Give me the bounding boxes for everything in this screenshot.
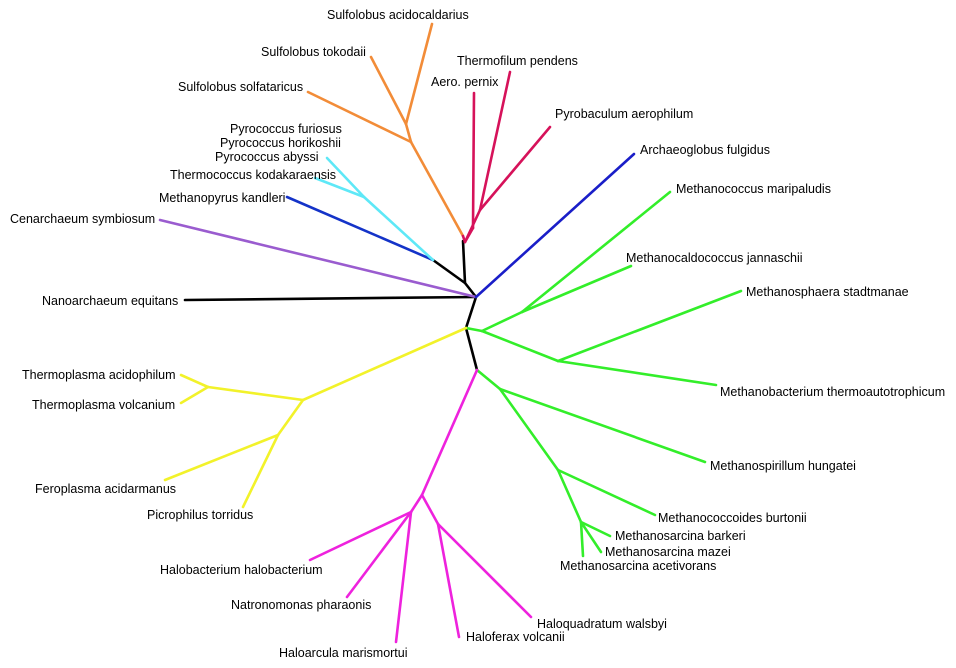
- label-cenarchaeum-symbiosum: Cenarchaeum symbiosum: [10, 212, 155, 226]
- branch-volcanium: [179, 385, 210, 405]
- branch-mazei: [579, 520, 603, 554]
- label-sulfolobus-solfataricus: Sulfolobus solfataricus: [178, 80, 303, 94]
- branch-pyrobaculum: [505, 125, 552, 180]
- branch-methanobacteriales-stem: [480, 329, 560, 363]
- branch-acidocaldarius: [404, 22, 434, 126]
- thermoproteales-clade: [461, 70, 552, 244]
- branch-picrophilus: [241, 433, 280, 509]
- branch-backbone: [461, 239, 479, 372]
- label-haloferax-volcanii: Haloferax volcanii: [466, 630, 565, 644]
- branch-hungatei: [498, 387, 707, 464]
- branch-tokodaii: [369, 55, 408, 126]
- branch-sulfolobales: [409, 140, 465, 238]
- label-haloarcula-marismortui: Haloarcula marismortui: [279, 646, 408, 660]
- label-natronomonas-pharaonis: Natronomonas pharaonis: [231, 598, 371, 612]
- branch-maripaludis: [520, 190, 672, 314]
- pyrococcus-clade: [313, 156, 435, 262]
- label-methanosphaera-stadtmanae: Methanosphaera stadtmanae: [746, 285, 909, 299]
- label-methanospirillum-hungatei: Methanospirillum hungatei: [710, 459, 856, 473]
- label-methanosarcina-barkeri: Methanosarcina barkeri: [615, 529, 746, 543]
- label-pyrococcus-abyssi: Pyrococcus abyssi: [215, 150, 319, 164]
- label-sulfolobus-acidocaldarius: Sulfolobus acidocaldarius: [327, 8, 469, 22]
- label-pyrococcus-furiosus: Pyrococcus furiosus: [230, 122, 342, 136]
- branch-pyrococcus: [325, 156, 366, 199]
- label-pyrococcus-horikoshii: Pyrococcus horikoshii: [220, 136, 341, 150]
- halobacteria-clade: [308, 368, 533, 644]
- label-pyrobaculum-aerophilum: Pyrobaculum aerophilum: [555, 107, 693, 121]
- branch-thermoplasma-stem: [206, 385, 305, 402]
- branch-archaeoglobus: [474, 152, 636, 299]
- branch-halo-left: [409, 493, 424, 514]
- branch-jannaschii: [520, 264, 633, 314]
- branch-sulfolobus-inner: [404, 122, 413, 144]
- label-thermococcus-kodakaraensis: Thermococcus kodakaraensis: [170, 168, 336, 182]
- branch-thermoproteales: [463, 208, 482, 244]
- branch-thermococcus: [313, 176, 366, 199]
- label-archaeoglobus-fulgidus: Archaeoglobus fulgidus: [640, 143, 770, 157]
- branch-ferroplasmaceae-stem: [276, 398, 305, 437]
- label-feroplasma-acidarmanus: Feroplasma acidarmanus: [35, 482, 176, 496]
- label-halobacterium-halobacterium: Halobacterium halobacterium: [160, 563, 323, 577]
- branch-thermoplasmata-stem: [301, 326, 468, 402]
- branch-haloarcula: [394, 510, 413, 644]
- branch-natronomonas: [345, 510, 413, 599]
- label-methanosarcina-mazei: Methanosarcina mazei: [605, 545, 731, 559]
- branch-methanopyrus: [285, 195, 435, 262]
- branch-cenarchaeum: [158, 218, 478, 299]
- label-thermofilum-pendens: Thermofilum pendens: [457, 54, 578, 68]
- sulfolobus-clade: [306, 22, 465, 238]
- label-thermoplasma-volcanium: Thermoplasma volcanium: [32, 398, 175, 412]
- branch-haloferax: [436, 522, 461, 639]
- branch-halobacteria-stem: [420, 368, 479, 497]
- branch-thermoautotrophicum: [556, 359, 718, 387]
- branch-pyrobaculum-stem: [478, 176, 509, 212]
- label-methanobacterium-thermoautotrophicum: Methanobacterium thermoautotrophicum: [720, 385, 945, 399]
- thermoplasma-clade: [163, 326, 468, 509]
- branch-feroplasma: [163, 433, 280, 482]
- branch-thermococcales: [362, 195, 435, 262]
- branch-thermofilum: [478, 70, 512, 212]
- branch-halobacterium: [308, 510, 413, 562]
- label-haloquadratum-walsbyi: Haloquadratum walsbyi: [537, 617, 667, 631]
- label-aero-pernix: Aero. pernix: [431, 75, 499, 89]
- branch-barkeri: [579, 520, 612, 538]
- branch-euryarchaeota-upper: [431, 258, 467, 285]
- branch-halo-right: [420, 493, 440, 526]
- branch-nanoarchaeum: [183, 295, 478, 302]
- label-methanopyrus-kandleri: Methanopyrus kandleri: [159, 191, 285, 205]
- label-methanocaldococcus-jannaschii: Methanocaldococcus jannaschii: [626, 251, 803, 265]
- branch-methanomicrobia-stem: [475, 368, 502, 391]
- label-sulfolobus-tokodaii: Sulfolobus tokodaii: [261, 45, 366, 59]
- branch-methanococcales-stem: [464, 326, 484, 333]
- branch-stadtmanae: [556, 289, 743, 363]
- label-picrophilus-torridus: Picrophilus torridus: [147, 508, 253, 522]
- label-nanoarchaeum-equitans: Nanoarchaeum equitans: [42, 294, 178, 308]
- branch-acetivorans: [579, 520, 585, 558]
- branch-methanosarcinales-stem: [498, 387, 560, 472]
- methanogen-clade: [464, 190, 743, 558]
- label-thermoplasma-acidophilum: Thermoplasma acidophilum: [22, 368, 176, 382]
- branch-acidophilum: [179, 373, 210, 389]
- branch-methanosarcina-stem: [556, 468, 583, 524]
- taxon-labels: Sulfolobus acidocaldarius Sulfolobus tok…: [10, 8, 945, 660]
- label-methanococcoides-burtonii: Methanococcoides burtonii: [658, 511, 807, 525]
- label-methanococcus-maripaludis: Methanococcus maripaludis: [676, 182, 831, 196]
- branch-burtonii: [556, 468, 657, 517]
- label-methanosarcina-acetivorans: Methanosarcina acetivorans: [560, 559, 716, 573]
- branch-aero-pernix: [471, 91, 476, 230]
- branch-haloquadratum: [436, 522, 533, 619]
- branch-solfataricus: [306, 90, 413, 144]
- branch-methanococcales: [480, 310, 524, 333]
